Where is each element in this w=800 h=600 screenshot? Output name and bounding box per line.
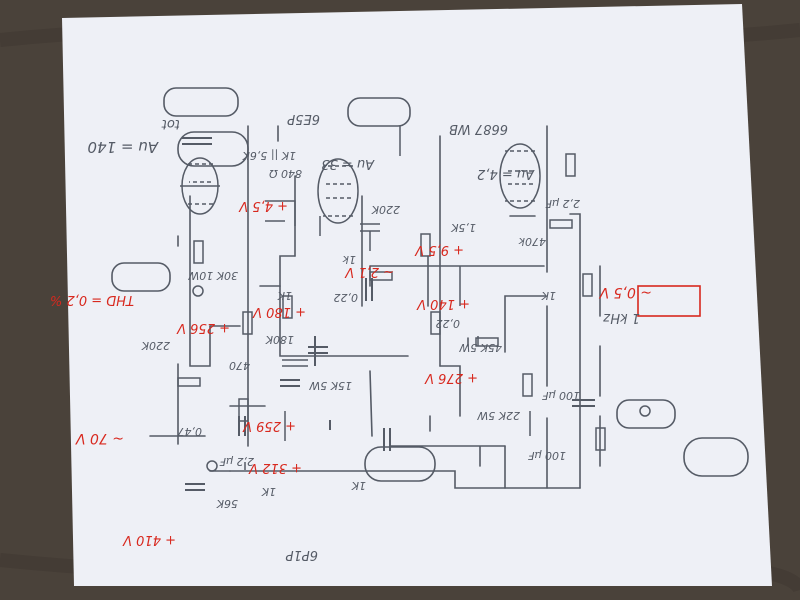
resistor-45k xyxy=(242,311,253,335)
label-r-driver-cathode-par: 1K || 5,6K xyxy=(242,149,296,162)
label-c-output-bypass: 2,2 μF xyxy=(219,455,254,468)
paper-sheet xyxy=(62,4,772,586)
label-r-output-cathode: 1K xyxy=(351,479,366,492)
label-c-supply: 100 μF xyxy=(528,449,566,462)
thd-label: THD = 0,2 % xyxy=(50,292,134,307)
gain-total-box xyxy=(683,437,749,477)
resistor-1_5k xyxy=(193,240,204,264)
label-r-output-load: 15K 5W xyxy=(308,379,352,392)
resistor-1k-driver-grid xyxy=(369,271,393,281)
gain-driver-box xyxy=(364,446,436,482)
label-c-input-cathode: 2,2 μF xyxy=(545,197,580,210)
tube-label-6687wb-box xyxy=(163,87,239,117)
label-c-output: 0,47 xyxy=(178,425,203,438)
label-c-coupling-2: 0,22 xyxy=(334,291,359,304)
resistor-180k xyxy=(430,311,441,335)
tube-label-6p1p: 6P1P xyxy=(286,547,318,562)
circuit-drawing xyxy=(111,87,749,491)
resistor-1k-input xyxy=(177,377,201,387)
signal-input: ~ 0,5 V xyxy=(598,284,652,300)
voltage-output-plate: + 259 V xyxy=(242,418,296,433)
label-r-driver-grid: 1k xyxy=(342,253,356,266)
label-r-driver-g2: 1K xyxy=(277,289,292,302)
label-r-input-cathode: 1,5K xyxy=(451,221,476,234)
voltage-supply: + 410 V xyxy=(122,532,176,547)
gain-input: Au = 4,2 xyxy=(477,166,535,181)
resistor-220k-driver xyxy=(420,233,431,257)
thd-box xyxy=(637,285,701,317)
label-r-driver-decouple: 30K 10W xyxy=(187,269,238,282)
gain-total-sub: tot xyxy=(161,116,180,131)
signal-output: ~ 70 V xyxy=(75,430,124,446)
resistor-22k xyxy=(238,398,249,422)
labels-layer: 6P1P 6E5P 6687 WB Au = 33 Au = 4,2 Au = … xyxy=(50,111,652,562)
label-r-output-leak: 220K xyxy=(141,339,170,352)
signal-output-box xyxy=(616,399,676,429)
label-r-input-decouple: 22K 5W xyxy=(476,409,520,422)
label-r-driver-plate: 180K xyxy=(265,333,294,346)
voltage-driver-rail: + 256 V xyxy=(176,320,230,335)
label-r-input-grid: 1K xyxy=(541,289,556,302)
resistor-220k-output xyxy=(595,427,606,451)
resistor-56k xyxy=(565,153,576,177)
voltage-driver-plate: + 180 V xyxy=(252,304,306,319)
tube-label-6e5p-box xyxy=(347,97,411,127)
signal-input-box xyxy=(111,262,171,292)
frequency-label: 1 kHz xyxy=(602,310,640,325)
label-r-output-bias: 56K xyxy=(216,497,238,510)
resistor-470k xyxy=(282,295,293,319)
resistor-15k xyxy=(522,373,533,397)
signal-driver-grid: ~ 2,1 V xyxy=(344,264,394,279)
gain-total: Au = 140 xyxy=(87,138,159,156)
label-c-driver-decouple: 470 xyxy=(229,359,250,372)
label-r-driver-cathode: 840 Ω xyxy=(269,167,302,180)
label-r-input-plate: 45K 5W xyxy=(458,341,502,354)
resistor-1k-output xyxy=(549,219,573,229)
tube-label-6687wb: 6687 WB xyxy=(449,121,508,136)
voltage-driver-cathode: + 4,5 V xyxy=(238,198,288,213)
voltage-input-rail: + 140 V xyxy=(416,296,470,311)
tube-label-6e5p: 6E5P xyxy=(287,111,320,126)
gain-driver: Au = 33 xyxy=(321,156,375,171)
label-c-input-decouple: 100 μF xyxy=(542,389,580,402)
tube-6p1p xyxy=(499,143,541,209)
tube-6e5p xyxy=(317,158,359,224)
label-c-coupling-1: 0,22 xyxy=(436,317,461,330)
voltage-input-supply: + 276 V xyxy=(424,370,478,385)
voltage-input-plate: + 9,5 V xyxy=(414,242,464,257)
gain-input-box xyxy=(177,131,249,167)
label-r-input-kbias: 470k xyxy=(518,235,546,248)
voltage-output-grid: + 312 V xyxy=(248,460,302,475)
label-r-output-grid: 1K xyxy=(261,485,276,498)
resistor-1k-output-grid xyxy=(475,337,499,347)
resistor-30k xyxy=(582,273,593,297)
label-r-driver-gridleak: 220K xyxy=(371,203,400,216)
